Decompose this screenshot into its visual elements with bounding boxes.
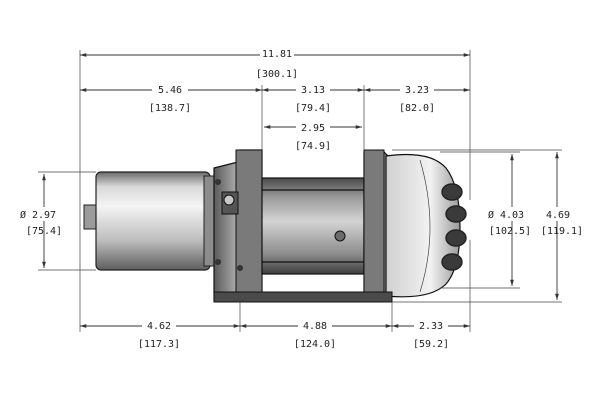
mounting-base [213,291,393,303]
right-housing-flange [363,149,385,301]
dim-base-mid-in: 4.88 [303,321,327,332]
dim-motor-diameter-in: Ø 2.97 [20,209,56,221]
bolt [215,259,221,265]
dim-motor-diameter-mm: [75.4] [26,226,62,237]
motor-body [95,171,211,271]
gear-housing [385,153,461,298]
dim-overall-height-in: 4.69 [546,210,570,221]
gear-housing-seam [419,159,431,293]
dim-base-right-in: 2.33 [419,321,443,332]
left-housing-flange [235,149,263,301]
dim-base-left-in: 4.62 [147,321,171,332]
dim-motor-section-mm: [138.7] [149,103,191,114]
dim-drum-inner-mm: [74.9] [295,141,331,152]
dim-overall-height-mm: [119.1] [541,226,583,237]
bolt [237,265,243,271]
dim-base-left-mm: [117.3] [138,339,180,350]
dim-drum-section-in: 3.13 [301,85,325,96]
dim-overall-length-in: 11.81 [262,49,292,60]
dim-drum-section-mm: [79.4] [295,103,331,114]
drum-cable-anchor [334,230,346,242]
dim-motor-section-in: 5.46 [158,85,182,96]
clutch-lever [221,191,239,215]
gear-housing-ribs [441,183,467,271]
dim-gear-section-mm: [82.0] [399,103,435,114]
dim-base-right-mm: [59.2] [413,339,449,350]
drum [261,177,365,275]
winch-illustration [83,149,467,303]
dim-gear-section-in: 3.23 [405,85,429,96]
dim-gear-diameter-in: Ø 4.03 [488,209,524,221]
dim-drum-inner-in: 2.95 [301,123,325,134]
dim-overall-length-mm: [300.1] [256,69,298,80]
dimension-labels: 11.81 [300.1] 5.46 [138.7] 3.13 [79.4] 3… [8,46,583,350]
dim-base-mid-mm: [124.0] [294,339,336,350]
dim-gear-diameter-mm: [102.5] [489,226,531,237]
bolt [215,179,221,185]
